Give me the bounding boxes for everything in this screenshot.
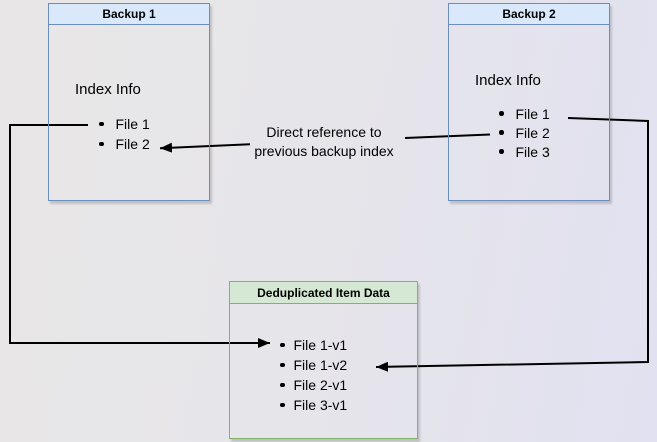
list-item: File 3-v1 — [280, 395, 347, 415]
file-label: File 2-v1 — [293, 377, 348, 393]
edge-label: Direct reference to previous backup inde… — [234, 123, 414, 161]
list-item: File 1 — [499, 104, 550, 123]
bullet-icon — [280, 362, 285, 368]
backup1-header: Backup 1 — [49, 4, 209, 25]
backup2-file-list: File 1 File 2 File 3 — [499, 104, 550, 161]
file-label: File 1-v1 — [293, 337, 348, 353]
backup2-index-info-label: Index Info — [475, 72, 541, 89]
dedup-file-list: File 1-v1 File 1-v2 File 2-v1 File 3-v1 — [280, 335, 347, 415]
list-item: File 3 — [499, 142, 550, 161]
edge-label-line1: Direct reference to — [266, 124, 382, 140]
list-item: File 2-v1 — [280, 375, 347, 395]
file-label: File 3 — [515, 143, 550, 160]
file-label: File 1-v2 — [293, 357, 348, 373]
bullet-icon — [499, 130, 504, 135]
edge-label-line2: previous backup index — [254, 143, 394, 159]
file-label: File 3-v1 — [293, 397, 348, 413]
bullet-icon — [99, 141, 104, 147]
backup1-index-info-label: Index Info — [75, 81, 141, 98]
file-label: File 1 — [515, 105, 550, 122]
dedup-header: Deduplicated Item Data — [230, 282, 417, 304]
dedup-node: Deduplicated Item Data File 1-v1 File 1-… — [229, 281, 418, 439]
list-item: File 1 — [99, 114, 150, 134]
file-label: File 1 — [115, 116, 150, 132]
bullet-icon — [280, 382, 285, 388]
backup2-header: Backup 2 — [449, 4, 609, 25]
list-item: File 2 — [499, 123, 550, 142]
file-label: File 2 — [515, 124, 550, 141]
backup2-node: Backup 2 Index Info File 1 File 2 File 3 — [448, 3, 610, 201]
bullet-icon — [499, 149, 504, 154]
bullet-icon — [280, 342, 285, 348]
file-label: File 2 — [115, 136, 150, 152]
list-item: File 1-v1 — [280, 335, 347, 355]
bullet-icon — [99, 121, 104, 127]
bullet-icon — [499, 111, 504, 116]
list-item: File 1-v2 — [280, 355, 347, 375]
backup1-file-list: File 1 File 2 — [99, 114, 150, 154]
backup1-node: Backup 1 Index Info File 1 File 2 — [48, 3, 210, 201]
list-item: File 2 — [99, 134, 150, 154]
bullet-icon — [280, 402, 285, 408]
